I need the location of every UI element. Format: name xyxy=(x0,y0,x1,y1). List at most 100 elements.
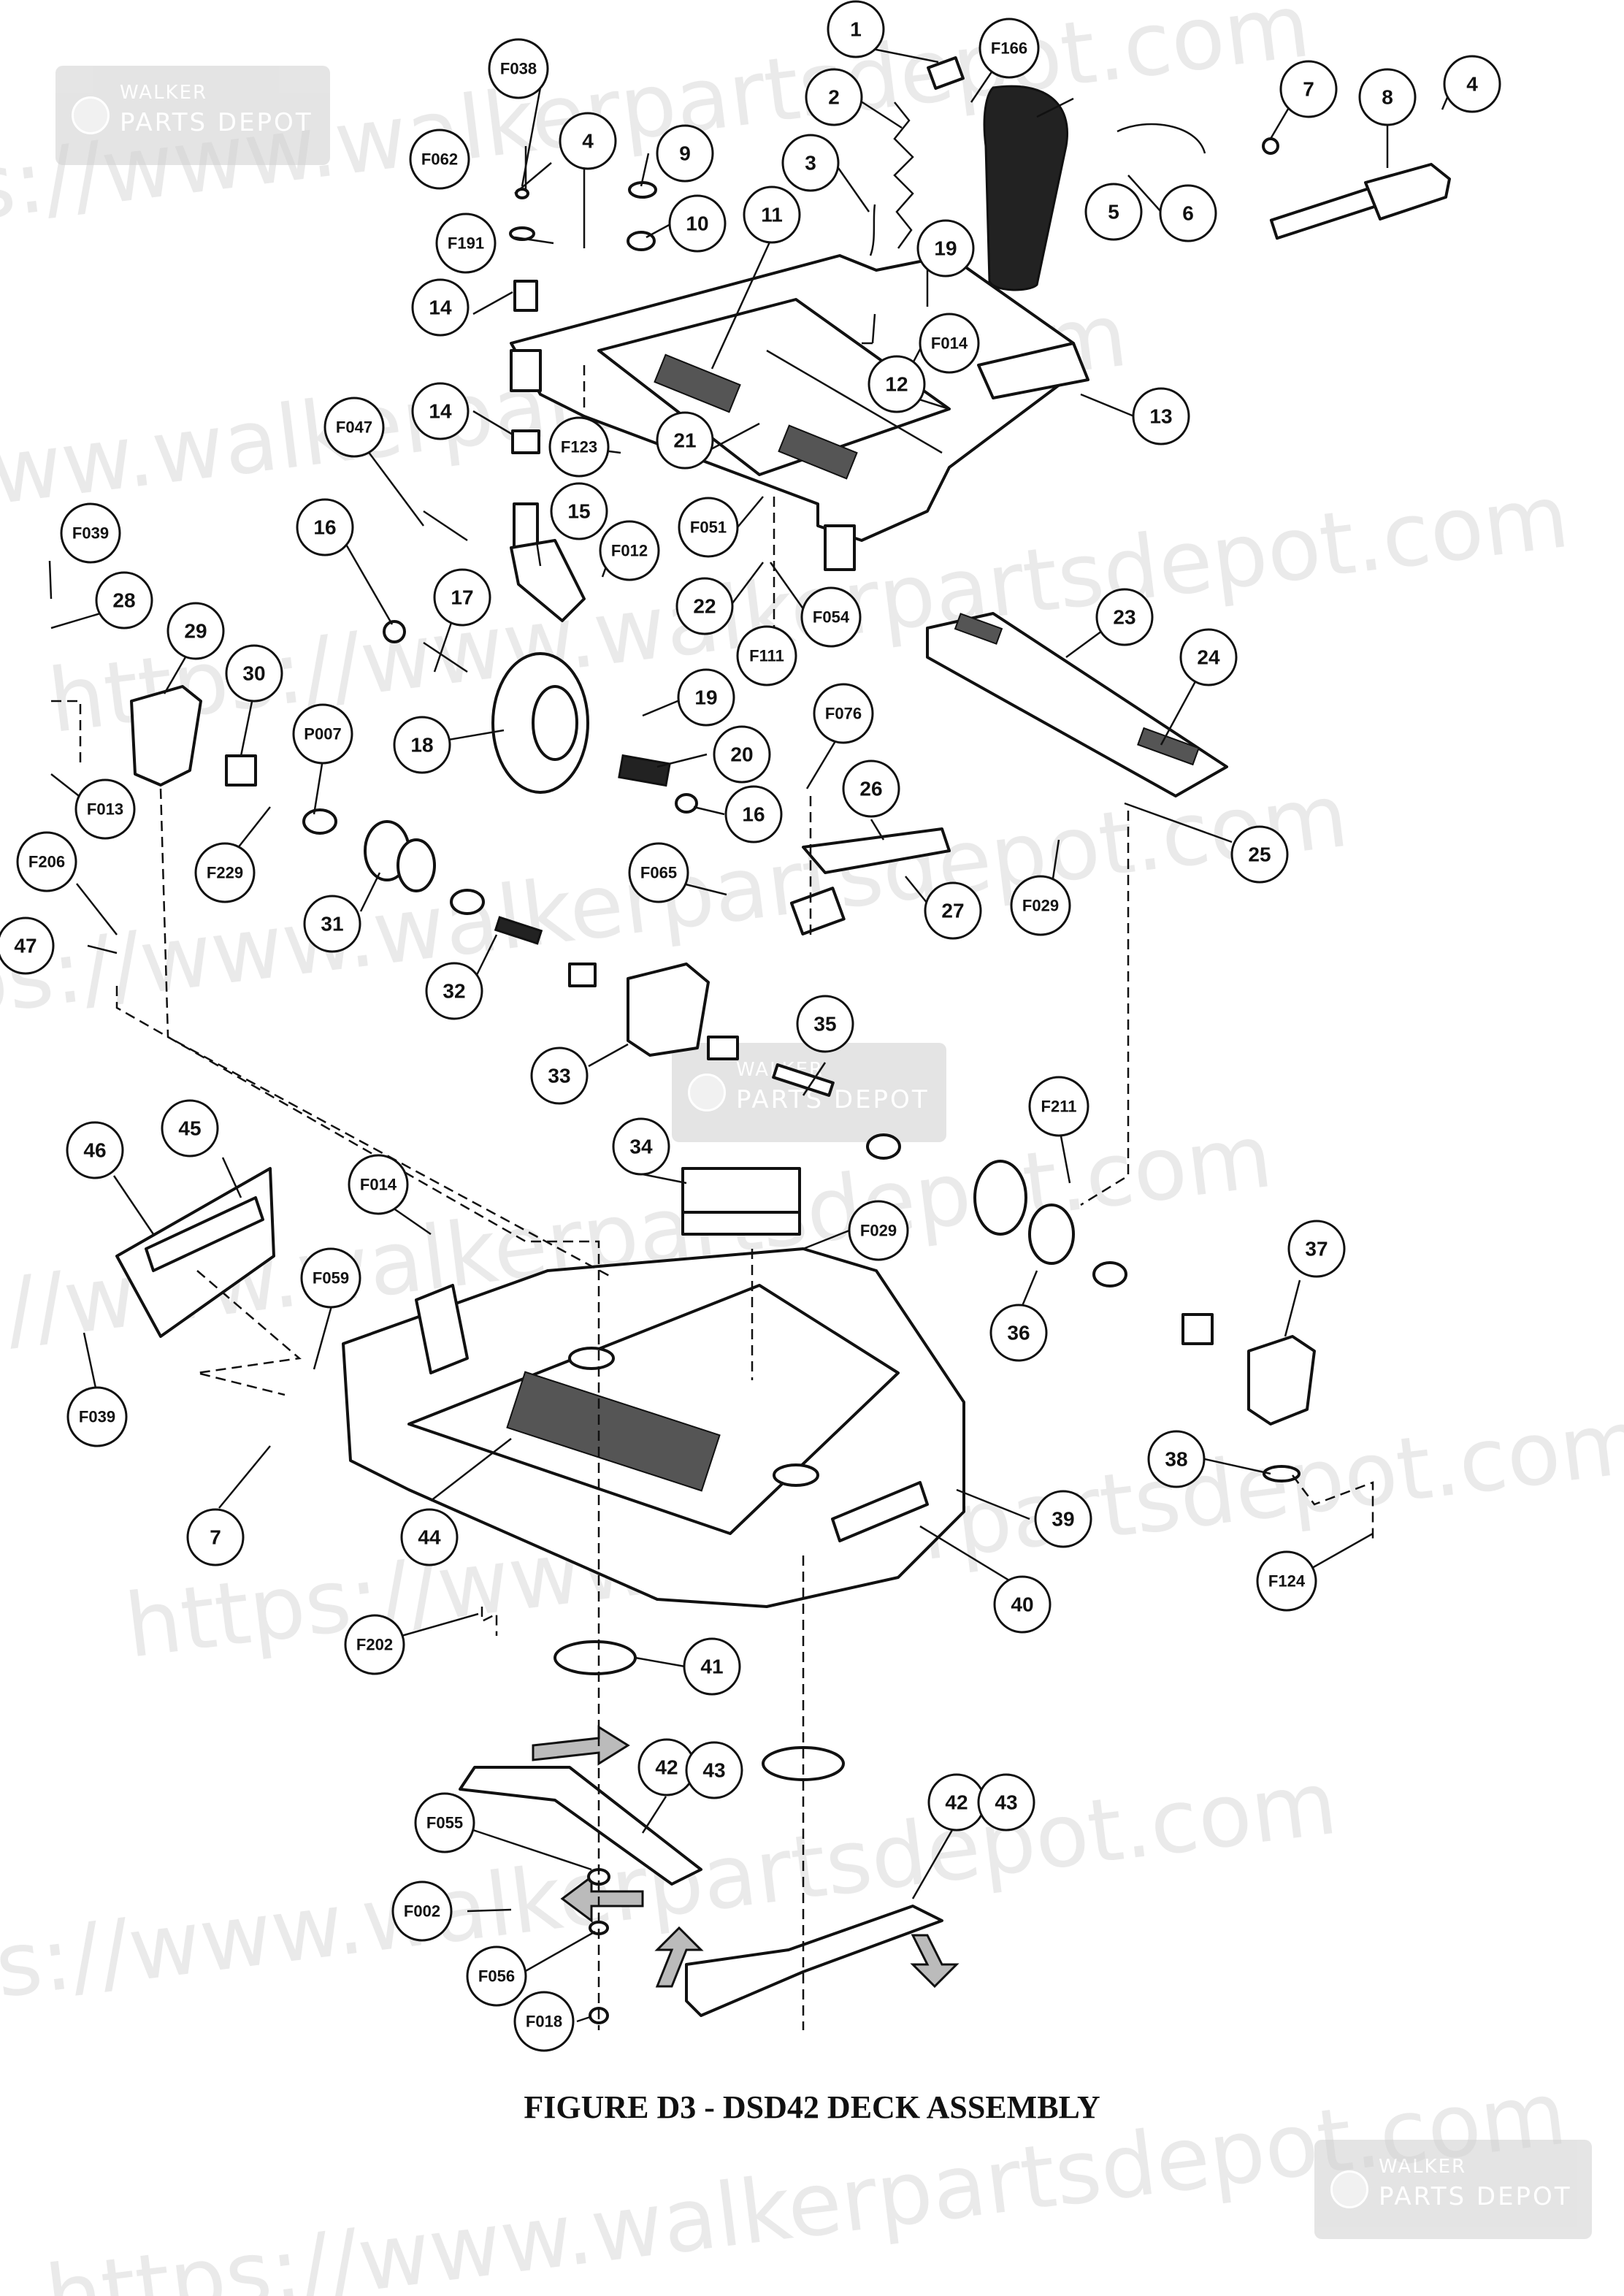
callout-f055: F055 xyxy=(414,1792,475,1853)
callout-label: 15 xyxy=(567,500,590,523)
callout-circle xyxy=(292,703,353,765)
callout-11: 11 xyxy=(743,185,801,244)
callout-circle xyxy=(993,1575,1052,1634)
callout-f229: F229 xyxy=(194,842,256,903)
callout-circle xyxy=(559,112,617,170)
callout-label: F124 xyxy=(1268,1572,1306,1591)
callout-label: F111 xyxy=(749,647,784,665)
callout-circle xyxy=(513,1991,575,2052)
callout-circle xyxy=(66,1386,128,1447)
callout-circle xyxy=(685,1741,743,1799)
callout-label: F014 xyxy=(931,334,968,353)
callout-label: 22 xyxy=(693,595,716,618)
assembly-guides xyxy=(51,365,1130,2030)
logo-badge-icon xyxy=(688,1074,726,1111)
callout-label: 24 xyxy=(1197,646,1220,669)
logo-badge-icon xyxy=(1330,2170,1368,2208)
callout-circle xyxy=(1028,1076,1089,1137)
callout-circle xyxy=(736,625,797,686)
callout-circle xyxy=(781,134,840,192)
callout-label: 12 xyxy=(885,373,908,396)
callout-label: F018 xyxy=(526,2013,562,2031)
callout-circle xyxy=(166,602,225,660)
logo-line2: PARTS DEPOT xyxy=(120,108,313,137)
callout-circle xyxy=(425,962,483,1020)
callout-47: 47 xyxy=(0,917,55,975)
callout-label: 19 xyxy=(934,237,957,260)
callout-14: 14 xyxy=(411,382,470,440)
callout-f076: F076 xyxy=(813,683,874,744)
callout-label: 8 xyxy=(1382,86,1393,109)
pivot-stack xyxy=(509,146,657,549)
callout-f054: F054 xyxy=(800,586,862,648)
callout-circle xyxy=(60,502,121,564)
callout-label: 14 xyxy=(429,400,452,423)
callout-label: F039 xyxy=(72,524,109,543)
callout-10: 10 xyxy=(668,194,727,253)
callout-label: 25 xyxy=(1248,843,1271,866)
callout-label: F038 xyxy=(500,60,537,78)
callout-24: 24 xyxy=(1179,628,1238,686)
callout-label: 17 xyxy=(451,586,473,609)
callout-f059: F059 xyxy=(300,1247,361,1309)
figure-caption: FIGURE D3 - DSD42 DECK ASSEMBLY xyxy=(524,2089,1100,2125)
callout-circle xyxy=(656,124,714,183)
callout-16: 16 xyxy=(724,785,783,843)
callout-circle xyxy=(977,1773,1035,1832)
callout-17: 17 xyxy=(433,568,491,627)
callout-circle xyxy=(300,1247,361,1309)
callout-circle xyxy=(296,498,354,556)
callout-circle xyxy=(400,1508,459,1566)
callout-circle xyxy=(713,725,771,784)
callout-circle xyxy=(1147,1430,1206,1488)
callout-label: 35 xyxy=(813,1013,836,1036)
callout-label: F054 xyxy=(813,608,850,627)
callout-circle xyxy=(1179,628,1238,686)
callout-label: 37 xyxy=(1305,1238,1328,1260)
callout-circle xyxy=(1084,183,1143,241)
callout-circle xyxy=(16,831,77,892)
right-gearbox xyxy=(1247,1335,1374,1541)
callout-circle xyxy=(344,1614,405,1675)
callout-f191: F191 xyxy=(435,213,497,274)
callout-18: 18 xyxy=(393,716,451,774)
callout-label: 31 xyxy=(321,913,343,935)
callout-label: 23 xyxy=(1113,606,1135,629)
callout-label: F014 xyxy=(360,1176,397,1194)
callout-12: 12 xyxy=(867,355,926,413)
callout-circle xyxy=(348,1154,409,1215)
blade-assembly xyxy=(459,1640,960,2024)
callout-label: 44 xyxy=(418,1526,441,1549)
callout-label: 2 xyxy=(828,86,840,109)
callout-32: 32 xyxy=(425,962,483,1020)
callout-circle xyxy=(74,778,136,840)
callout-label: F191 xyxy=(448,234,484,253)
callout-label: F051 xyxy=(690,518,727,537)
callout-30: 30 xyxy=(225,644,283,703)
callout-36: 36 xyxy=(989,1304,1048,1362)
callout-29: 29 xyxy=(166,602,225,660)
callout-label: F123 xyxy=(561,438,597,456)
callout-label: F002 xyxy=(404,1902,440,1921)
callout-label: 33 xyxy=(548,1065,570,1087)
callout-38: 38 xyxy=(1147,1430,1206,1488)
leader-lines xyxy=(48,47,1455,2023)
callout-circle xyxy=(827,0,885,58)
callout-13: 13 xyxy=(1132,387,1190,445)
callout-label: 27 xyxy=(941,900,964,922)
logo-badge-icon xyxy=(72,96,110,134)
callout-label: F029 xyxy=(860,1222,897,1240)
callout-27: 27 xyxy=(924,881,982,940)
callout-circle xyxy=(916,219,975,278)
callout-label: 43 xyxy=(995,1791,1017,1814)
callout-circle xyxy=(414,1792,475,1853)
callout-label: 46 xyxy=(83,1139,106,1162)
callout-23: 23 xyxy=(1095,588,1154,646)
callout-circle xyxy=(488,38,549,99)
callout-circle xyxy=(391,1880,453,1942)
callout-label: 5 xyxy=(1108,201,1119,223)
logo-line1: WALKER xyxy=(120,82,208,104)
callout-circle xyxy=(435,213,497,274)
callout-label: 32 xyxy=(443,980,465,1003)
